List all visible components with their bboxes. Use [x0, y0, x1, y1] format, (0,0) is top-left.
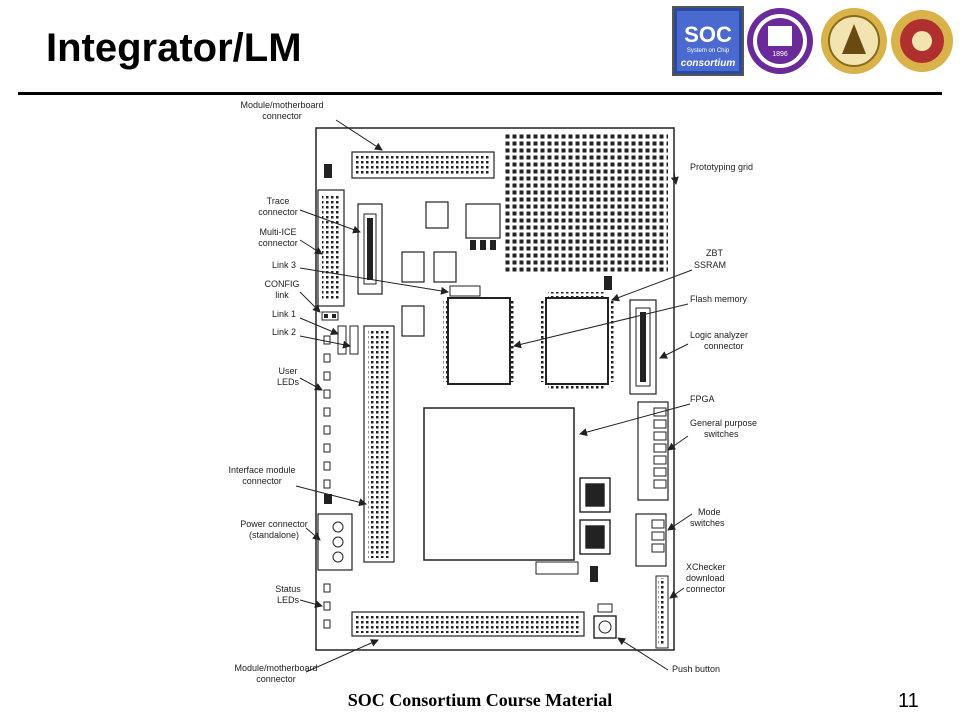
label-interface-1: Interface module — [228, 465, 295, 475]
config-link — [321, 311, 339, 321]
board-marker-bottom — [590, 566, 598, 582]
general-purpose-switches — [637, 401, 669, 501]
label-user-leds-1: User — [278, 366, 297, 376]
label-module-connector-top-1: Module/motherboard — [240, 100, 323, 110]
label-logic-analyzer-1: Logic analyzer — [690, 330, 748, 340]
module-motherboard-connector-bottom — [351, 611, 585, 637]
university-seal-gold — [821, 8, 887, 74]
status-leds — [323, 583, 331, 629]
crest-year-text: 1896 — [772, 51, 788, 58]
label-link2: Link 2 — [272, 327, 296, 337]
university-crest-purple: 1896 — [747, 8, 813, 74]
label-interface-2: connector — [242, 476, 282, 486]
label-fpga: FPGA — [690, 394, 715, 404]
trace-connector — [357, 203, 383, 295]
leader-arrows — [295, 119, 693, 673]
power-connector — [317, 513, 353, 571]
label-module-connector-bottom-1: Module/motherboard — [234, 663, 317, 673]
label-zbt-1: ZBT — [706, 248, 724, 258]
label-multiice-1: Multi-ICE — [259, 227, 296, 237]
xchecker-connector — [655, 575, 669, 649]
footer-course-material: SOC Consortium Course Material — [347, 690, 613, 710]
logic-analyzer-connector — [629, 299, 657, 395]
link3-jumper — [449, 285, 481, 297]
label-zbt-2: SSRAM — [694, 260, 726, 270]
link1-jumper — [337, 325, 347, 355]
label-xchecker-1: XChecker — [686, 562, 726, 572]
board-marker-left — [324, 494, 332, 504]
small-ics — [401, 201, 457, 337]
label-mode-switches-1: Mode — [698, 507, 721, 517]
label-trace-2: connector — [258, 207, 298, 217]
label-module-connector-top-2: connector — [262, 111, 302, 121]
label-xchecker-3: connector — [686, 584, 726, 594]
link2-jumper — [349, 325, 359, 355]
multi-ice-connector — [317, 189, 345, 307]
flash-memory — [443, 297, 515, 385]
board-marker-ssram — [604, 276, 612, 290]
label-flash-memory: Flash memory — [690, 294, 748, 304]
user-leds — [323, 335, 331, 489]
title-divider — [18, 92, 942, 95]
label-gp-switches-1: General purpose — [690, 418, 757, 428]
module-motherboard-connector-top — [351, 151, 495, 179]
label-xchecker-2: download — [686, 573, 725, 583]
soc-logo-subtext: System on Chip — [687, 48, 730, 54]
soc-logo-bottom-text: consortium — [681, 58, 736, 69]
logo-strip: SOC System on Chip consortium 1896 — [672, 6, 953, 76]
label-link1: Link 1 — [272, 309, 296, 319]
label-config-1: CONFIG — [265, 279, 300, 289]
label-trace-1: Trace — [267, 196, 290, 206]
interface-module-connector — [363, 325, 395, 563]
label-status-leds-1: Status — [275, 584, 301, 594]
label-power-1: Power connector — [240, 519, 308, 529]
soc-consortium-logo: SOC System on Chip consortium — [672, 6, 744, 76]
label-push-button: Push button — [672, 664, 720, 674]
label-mode-switches-2: switches — [690, 518, 725, 528]
label-link3: Link 3 — [272, 260, 296, 270]
label-prototyping-grid: Prototyping grid — [690, 162, 753, 172]
board-marker-top-left — [324, 164, 332, 178]
resistor-pack — [535, 561, 579, 575]
label-logic-analyzer-2: connector — [704, 341, 744, 351]
label-module-connector-bottom-2: connector — [256, 674, 296, 684]
page-number: 11 — [898, 690, 919, 712]
push-button — [593, 603, 617, 639]
label-power-2: (standalone) — [249, 530, 299, 540]
soc-logo-text: SOC — [684, 22, 732, 47]
prototyping-grid — [504, 134, 668, 274]
label-multiice-2: connector — [258, 238, 298, 248]
fpga — [423, 407, 575, 561]
slide-title: Integrator/LM — [46, 26, 302, 70]
zbt-ssram — [540, 292, 614, 390]
power-chokes — [579, 477, 611, 555]
label-status-leds-2: LEDs — [277, 595, 300, 605]
university-seal-red — [891, 10, 953, 72]
voltage-regulator — [465, 203, 501, 250]
label-config-2: link — [275, 290, 289, 300]
label-user-leds-2: LEDs — [277, 377, 300, 387]
label-gp-switches-2: switches — [704, 429, 739, 439]
mode-switches — [635, 513, 667, 567]
